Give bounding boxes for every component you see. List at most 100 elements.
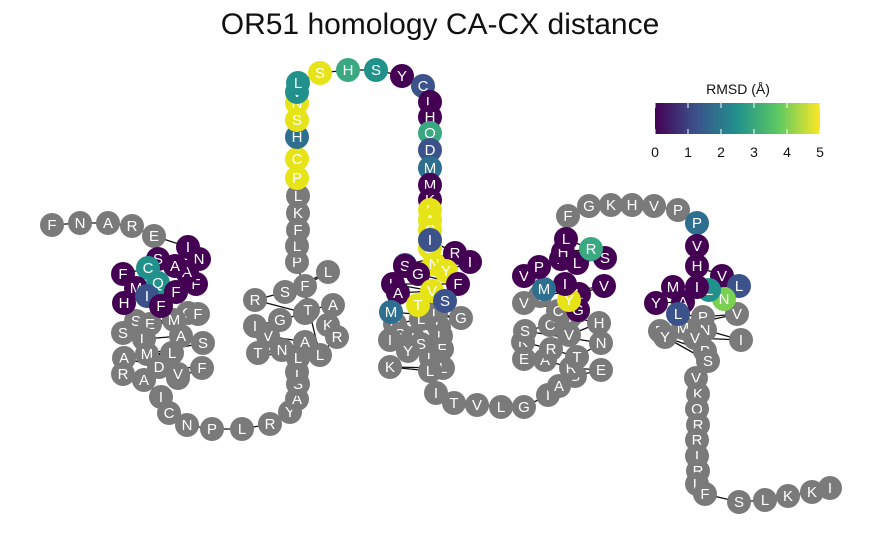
residue-letter: Y bbox=[651, 295, 661, 312]
residue-bead bbox=[458, 250, 482, 274]
residue-bead bbox=[396, 339, 420, 363]
residue-letter: Y bbox=[285, 404, 295, 421]
residue-letter: P bbox=[292, 254, 302, 271]
residue-letter: L bbox=[324, 264, 332, 281]
residue-bead bbox=[378, 328, 402, 352]
residue: V bbox=[642, 194, 666, 218]
residue-letter: P bbox=[692, 215, 702, 232]
legend-tick-label: 0 bbox=[651, 144, 659, 160]
residue-letter: Y bbox=[660, 329, 670, 346]
residue-letter: C bbox=[553, 303, 564, 320]
residue-bead bbox=[378, 355, 402, 379]
residue-letter: L bbox=[497, 399, 505, 416]
residue-letter: L bbox=[432, 306, 440, 323]
residue: L bbox=[418, 359, 442, 383]
residue-bead bbox=[532, 277, 556, 301]
residue-bead bbox=[149, 294, 173, 318]
residue-bead bbox=[644, 291, 668, 315]
residue: S bbox=[111, 321, 135, 345]
residue-bead bbox=[285, 166, 309, 190]
residue: T bbox=[296, 298, 320, 322]
residue-bead bbox=[112, 291, 136, 315]
residue: R bbox=[120, 214, 144, 238]
residue-letter: D bbox=[154, 359, 165, 376]
residue-bead bbox=[325, 325, 349, 349]
residue-letter: S bbox=[118, 325, 128, 342]
residue-letter: L bbox=[238, 421, 246, 438]
residue-bead bbox=[273, 280, 297, 304]
residue-bead bbox=[285, 147, 309, 171]
residue-letter: F bbox=[156, 298, 165, 315]
residue-letter: R bbox=[332, 329, 343, 346]
residue-letter: I bbox=[145, 288, 149, 305]
residue-bead bbox=[553, 272, 577, 296]
residue: A bbox=[132, 368, 156, 392]
residue-letter: S bbox=[131, 313, 141, 330]
residue: S bbox=[433, 289, 457, 313]
residue-bead bbox=[589, 331, 613, 355]
residue: V bbox=[685, 234, 709, 258]
residue-letter: V bbox=[564, 327, 574, 344]
residue-letter: L bbox=[735, 278, 743, 295]
residue: L bbox=[286, 71, 310, 95]
residue-letter: S bbox=[371, 62, 381, 79]
residue-letter: R bbox=[546, 341, 557, 358]
residue: K bbox=[599, 193, 623, 217]
residue-bead bbox=[191, 331, 215, 355]
residue-letter: A bbox=[170, 258, 180, 275]
residue: R bbox=[325, 325, 349, 349]
residue-bead bbox=[68, 211, 92, 235]
residue-bead bbox=[727, 490, 751, 514]
residue-letter: N bbox=[596, 335, 607, 352]
residue-bead bbox=[442, 391, 466, 415]
residue: K bbox=[378, 355, 402, 379]
residue-letter: A bbox=[328, 297, 338, 314]
residue-letter: M bbox=[424, 160, 437, 177]
residue-letter: K bbox=[783, 488, 793, 505]
residue-letter: F bbox=[293, 222, 302, 239]
residue-letter: A bbox=[176, 328, 186, 345]
residue-letter: A bbox=[554, 378, 564, 395]
residue-bead bbox=[166, 362, 190, 386]
residue-letter: I bbox=[695, 448, 699, 465]
residue-letter: L bbox=[417, 311, 425, 328]
residue-bead bbox=[599, 193, 623, 217]
residue: A bbox=[386, 281, 410, 305]
residue: M bbox=[379, 300, 403, 324]
residue: R bbox=[111, 362, 135, 386]
residue-letter: C bbox=[418, 78, 429, 95]
residue-letter: S bbox=[198, 335, 208, 352]
residue-bead bbox=[693, 482, 717, 506]
residue-letter: F bbox=[563, 208, 572, 225]
residue-letter: S bbox=[734, 494, 744, 511]
residue: I bbox=[818, 476, 842, 500]
residue-letter: G bbox=[455, 310, 467, 327]
residue-bead bbox=[512, 395, 536, 419]
residue-letter: T bbox=[253, 345, 262, 362]
residue-bead bbox=[406, 262, 430, 286]
residue-letter: C bbox=[143, 260, 154, 277]
residue-letter: F bbox=[47, 217, 56, 234]
residue: P bbox=[200, 417, 224, 441]
residue-bead bbox=[268, 308, 292, 332]
residue-letter: F bbox=[700, 486, 709, 503]
residue-bead bbox=[336, 58, 360, 82]
residue: F bbox=[164, 280, 188, 304]
residue-letter: T bbox=[449, 395, 458, 412]
residue-letter: Q bbox=[691, 401, 703, 418]
residue-bead bbox=[200, 417, 224, 441]
legend-tick-label: 5 bbox=[816, 144, 824, 160]
residue-bead bbox=[512, 347, 536, 371]
residue: N bbox=[175, 413, 199, 437]
residue: L bbox=[308, 343, 332, 367]
residue: F bbox=[40, 213, 64, 237]
residue-bead bbox=[120, 214, 144, 238]
residue: S bbox=[364, 58, 388, 82]
residue: G bbox=[268, 308, 292, 332]
residue-letter: K bbox=[293, 205, 303, 222]
residue-bead bbox=[285, 125, 309, 149]
residue-letter: A bbox=[292, 391, 302, 408]
residue-letter: I bbox=[159, 389, 163, 406]
residue: F bbox=[293, 274, 317, 298]
